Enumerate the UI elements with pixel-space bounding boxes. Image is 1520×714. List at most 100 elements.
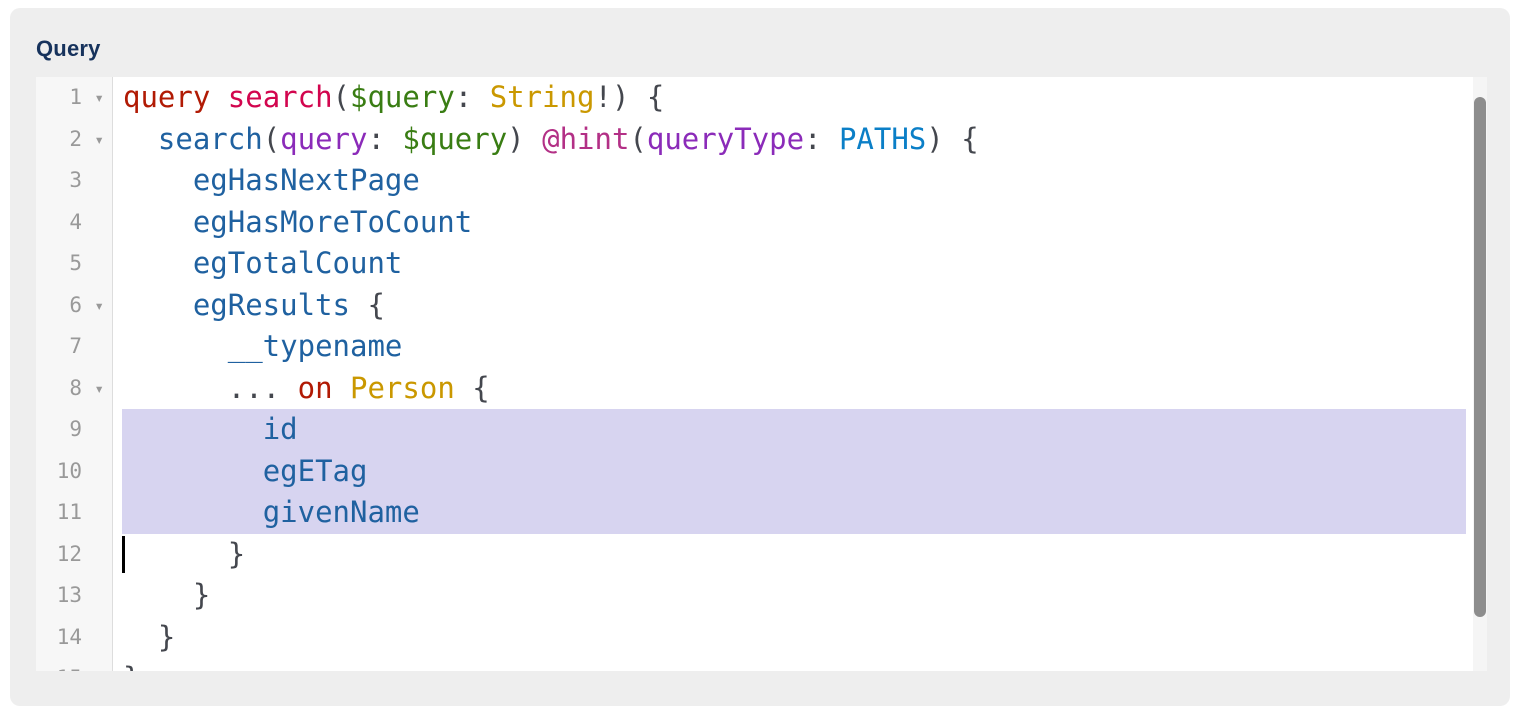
code-token (385, 122, 402, 156)
code-token: } (123, 536, 246, 571)
gutter-line: 11 (36, 492, 112, 534)
code-token: __typename (227, 329, 403, 363)
code-line[interactable]: egResults { (122, 285, 1466, 327)
code-token: @hint (542, 121, 630, 156)
code-line[interactable]: ... on Person { (122, 368, 1466, 410)
code-token (123, 495, 263, 529)
code-token: egETag (262, 453, 368, 488)
gutter-line: 13 (36, 575, 112, 617)
code-token: search (227, 80, 333, 114)
code-token: } (123, 619, 176, 654)
line-number: 12 (56, 541, 82, 566)
fold-toggle-icon[interactable]: ▾ (94, 88, 104, 107)
text-cursor (122, 535, 125, 573)
code-line[interactable]: egETag (122, 450, 1466, 492)
code-token: egResults (192, 287, 350, 322)
code-line[interactable]: egHasMoreToCount (122, 202, 1466, 244)
gutter-line: 10 (36, 451, 112, 493)
code-token: } (123, 661, 140, 671)
code-token: search (157, 121, 263, 156)
code-token: ( (629, 121, 647, 156)
code-token: ( (262, 121, 281, 156)
code-token: on (297, 370, 333, 405)
code-line[interactable]: search(query: $query) @hint(queryType: P… (122, 119, 1466, 161)
gutter-line: 6▾ (36, 285, 112, 327)
code-token: id (262, 412, 298, 446)
code-token: ) { (926, 121, 979, 156)
code-token (525, 122, 542, 156)
code-token: ... (227, 370, 281, 405)
code-token: PATHS (838, 121, 927, 156)
line-number: 9 (69, 417, 82, 441)
code-token: ( (332, 80, 351, 114)
code-token: $query (350, 80, 455, 114)
gutter-line: 9 (36, 409, 112, 451)
code-line[interactable]: query search($query: String!) { (122, 77, 1466, 119)
line-number: 10 (56, 458, 82, 483)
code-token: String (489, 80, 595, 114)
code-token: : (367, 121, 385, 156)
gutter-line: 12 (36, 534, 112, 576)
code-line[interactable]: id (122, 409, 1466, 451)
code-token: : (454, 80, 473, 114)
code-token (123, 329, 228, 363)
code-token (123, 205, 193, 239)
code-token (333, 371, 350, 405)
code-line[interactable]: __typename (122, 326, 1466, 368)
code-token (123, 371, 228, 405)
code-line[interactable]: } (122, 534, 1466, 576)
code-token: : (804, 121, 822, 156)
vertical-scrollbar-track[interactable] (1473, 77, 1487, 671)
gutter-line: 15 (36, 658, 112, 671)
code-content[interactable]: query search($query: String!) { search(q… (122, 77, 1473, 671)
gutter-line: 1▾ (36, 77, 112, 119)
code-token: $query (402, 121, 508, 156)
gutter-line: 4 (36, 202, 112, 244)
code-token (210, 80, 227, 114)
fold-toggle-icon[interactable]: ▾ (94, 129, 104, 149)
code-token (123, 412, 263, 446)
code-token: Person (350, 370, 455, 405)
fold-toggle-icon[interactable]: ▾ (94, 295, 104, 315)
code-token: egHasNextPage (192, 163, 420, 197)
fold-toggle-icon[interactable]: ▾ (94, 378, 104, 398)
line-number: 4 (69, 209, 82, 234)
code-token: ) (507, 121, 525, 156)
code-token (472, 80, 489, 114)
vertical-scrollbar-thumb[interactable] (1474, 97, 1486, 617)
code-token: query (280, 121, 368, 156)
code-line[interactable]: egHasNextPage (122, 160, 1466, 202)
line-number: 6 (69, 292, 82, 317)
code-line[interactable]: } (122, 575, 1466, 617)
line-number: 3 (69, 168, 82, 192)
code-token: ) { (611, 80, 665, 114)
line-number: 14 (56, 624, 82, 649)
gutter-line: 2▾ (36, 119, 112, 161)
line-number: 1 (69, 85, 82, 109)
code-line[interactable]: } (122, 617, 1466, 659)
gutter-line: 7 (36, 326, 112, 368)
line-number: 11 (56, 500, 82, 524)
code-token (123, 288, 193, 322)
gutter-line: 14 (36, 617, 112, 659)
line-number: 15 (57, 658, 82, 671)
code-line[interactable]: givenName (122, 492, 1466, 534)
code-line[interactable]: egTotalCount (122, 243, 1466, 285)
code-token: ! (594, 80, 612, 114)
gutter-line: 5 (36, 243, 112, 285)
code-token (123, 163, 193, 197)
code-token: { (454, 370, 490, 405)
code-token: query (123, 80, 211, 114)
code-token: givenName (262, 495, 420, 529)
code-token: } (123, 578, 211, 612)
panel-title: Query (36, 36, 101, 61)
line-number: 8 (69, 375, 82, 400)
code-token: { (349, 287, 385, 322)
code-token (280, 371, 297, 405)
code-line[interactable]: } (122, 658, 1466, 671)
gutter-line: 3 (36, 160, 112, 202)
code-token (123, 454, 263, 488)
line-number: 13 (56, 583, 82, 607)
